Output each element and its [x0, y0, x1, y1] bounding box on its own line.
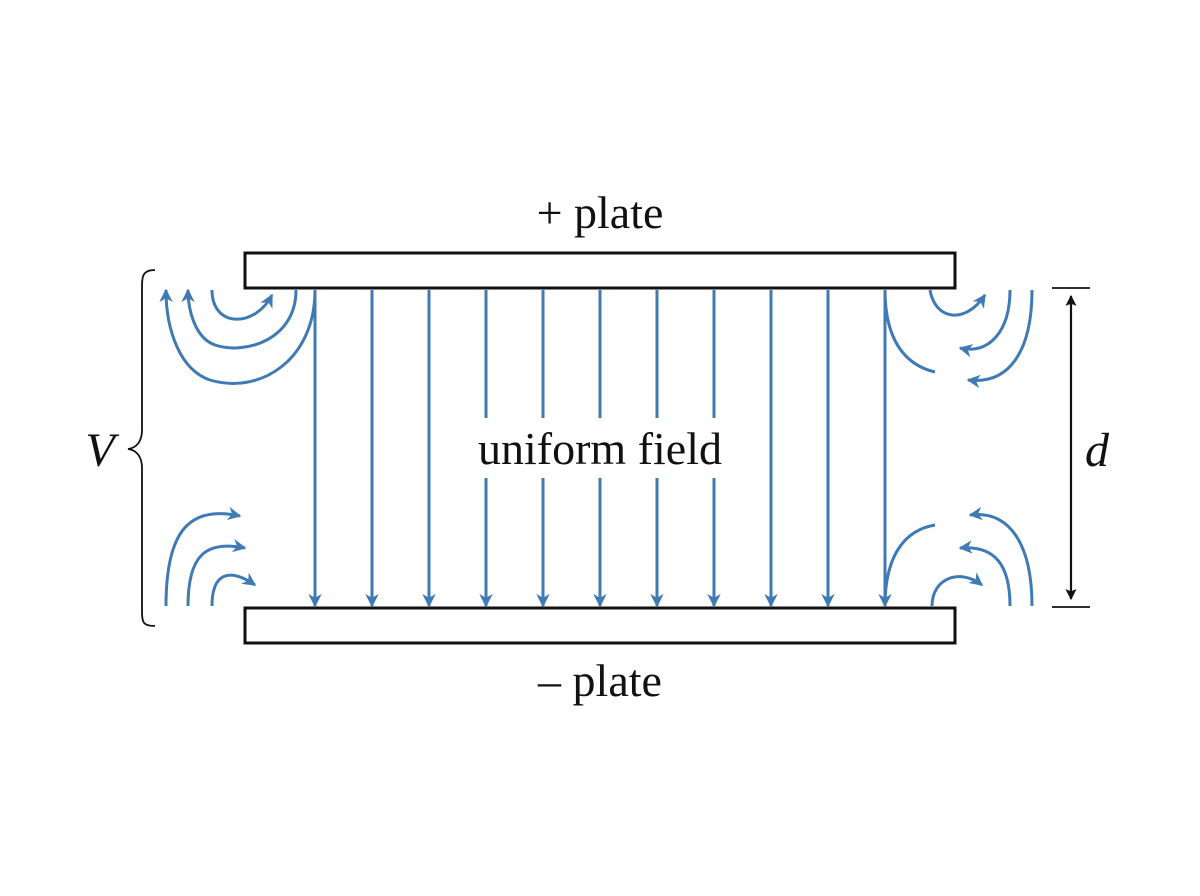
field-label: uniform field — [478, 423, 722, 474]
separation-dimension — [1052, 287, 1090, 608]
fringe-line — [186, 539, 247, 607]
voltage-label: V — [85, 424, 119, 477]
fringe-line — [930, 572, 984, 607]
fringe-lines-bottom-right — [883, 506, 1034, 607]
fringe-line — [181, 288, 298, 350]
fringe-line — [164, 506, 242, 607]
positive-plate-label: + plate — [537, 187, 664, 238]
fringe-line — [210, 289, 274, 321]
negative-plate-label: – plate — [537, 655, 662, 706]
fringe-line — [159, 288, 317, 385]
fringe-line — [928, 289, 987, 317]
fringe-line — [883, 523, 936, 607]
fringe-line — [966, 289, 1034, 389]
fringe-lines-bottom-left — [164, 506, 257, 607]
fringe-line — [958, 289, 1012, 358]
fringe-line — [968, 506, 1034, 607]
negative-plate — [243, 606, 957, 645]
fringe-lines-top-right — [883, 289, 1034, 389]
fringe-lines-top-left — [159, 288, 317, 385]
fringe-line — [210, 572, 257, 607]
fringe-line — [958, 540, 1012, 607]
separation-label: d — [1085, 424, 1110, 477]
voltage-brace — [127, 269, 156, 627]
fringe-line — [883, 289, 936, 374]
positive-plate — [243, 251, 957, 290]
field-label-background — [455, 418, 745, 478]
